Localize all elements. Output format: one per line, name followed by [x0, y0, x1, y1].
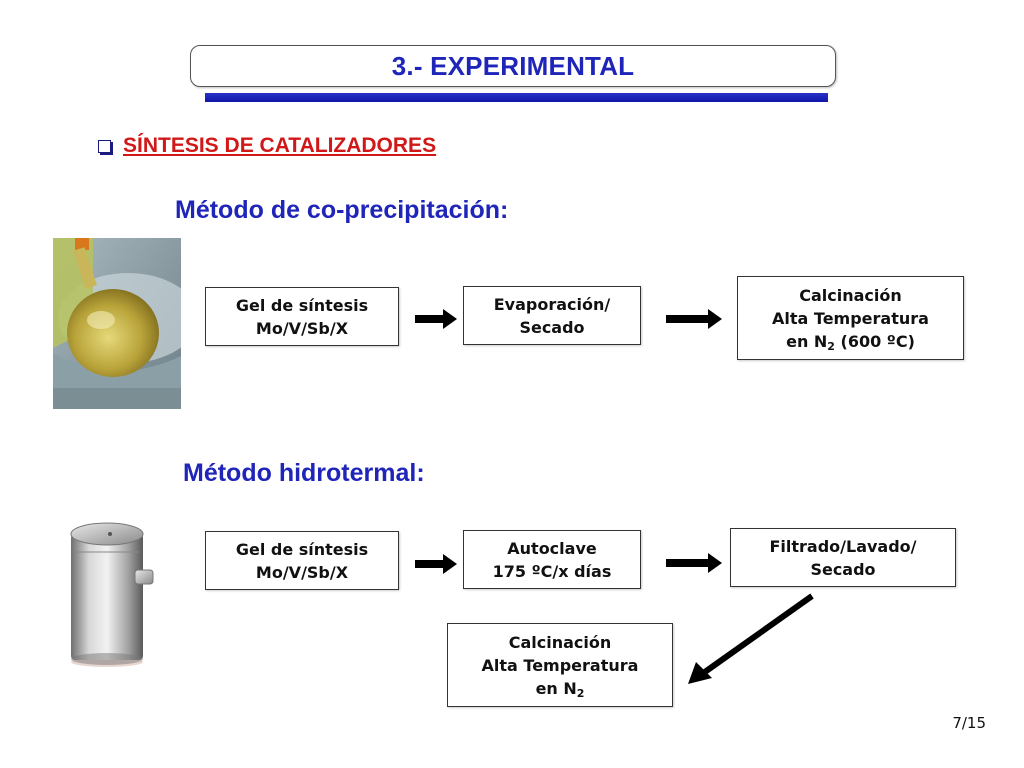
subscript: 2	[576, 686, 585, 700]
right-arrow-icon	[415, 554, 457, 574]
hydrothermal-step-autoclave: Autoclave 175 ºC/x días	[463, 530, 641, 589]
step-label-line: Secado	[810, 559, 876, 579]
step-label-line: Calcinación	[799, 285, 902, 305]
step-label-line: Gel de síntesis	[235, 539, 369, 559]
right-arrow-icon	[666, 553, 722, 573]
step-label-line: 175 ºC/x días	[492, 561, 612, 581]
step-label-line: Secado	[519, 317, 585, 337]
hydrothermal-step-filtration: Filtrado/Lavado/ Secado	[730, 528, 956, 587]
right-arrow-icon	[415, 309, 457, 329]
coprecipitation-step-calcination: Calcinación Alta Temperatura en N2 (600 …	[737, 276, 964, 360]
section-header: SÍNTESIS DE CATALIZADORES	[98, 134, 436, 158]
label-part: en N	[535, 678, 577, 698]
title-underline-bar	[205, 93, 828, 102]
checkbox-bullet-icon	[98, 139, 111, 153]
page-number: 7/15	[952, 714, 986, 732]
step-label-line: Alta Temperatura	[772, 308, 929, 328]
label-part: en N	[786, 331, 828, 351]
subscript: 2	[827, 339, 835, 353]
slide-title-box: 3.- EXPERIMENTAL	[190, 45, 836, 87]
step-label-line: Filtrado/Lavado/	[769, 536, 917, 556]
step-label-line: Mo/V/Sb/X	[255, 562, 349, 582]
diagonal-arrow-icon	[688, 593, 814, 684]
slide-title: 3.- EXPERIMENTAL	[391, 50, 635, 81]
step-label-line: Calcinación	[508, 632, 612, 652]
hydrothermal-step-gel: Gel de síntesis Mo/V/Sb/X	[205, 531, 399, 590]
hydrothermal-heading: Método hidrotermal:	[183, 459, 425, 487]
step-label-line: Alta Temperatura	[481, 655, 639, 675]
step-label-line: Evaporación/	[493, 294, 611, 314]
step-label-line: en N2 (600 ºC)	[786, 330, 915, 353]
step-label-line: Gel de síntesis	[235, 295, 369, 315]
label-part: (600 ºC)	[834, 331, 915, 351]
step-label-line: en N2	[536, 677, 585, 700]
coprecipitation-heading: Método de co-precipitación:	[175, 196, 509, 224]
coprecipitation-step-evaporation: Evaporación/ Secado	[463, 286, 641, 345]
right-arrow-icon	[666, 309, 722, 329]
flask-photo-icon	[53, 238, 181, 409]
step-label-line: Mo/V/Sb/X	[255, 318, 349, 338]
autoclave-photo-icon	[70, 522, 154, 667]
step-label-line: Autoclave	[507, 538, 597, 558]
hydrothermal-step-calcination: Calcinación Alta Temperatura en N2	[447, 623, 673, 707]
section-title: SÍNTESIS DE CATALIZADORES	[123, 134, 437, 157]
coprecipitation-step-gel: Gel de síntesis Mo/V/Sb/X	[205, 287, 399, 346]
